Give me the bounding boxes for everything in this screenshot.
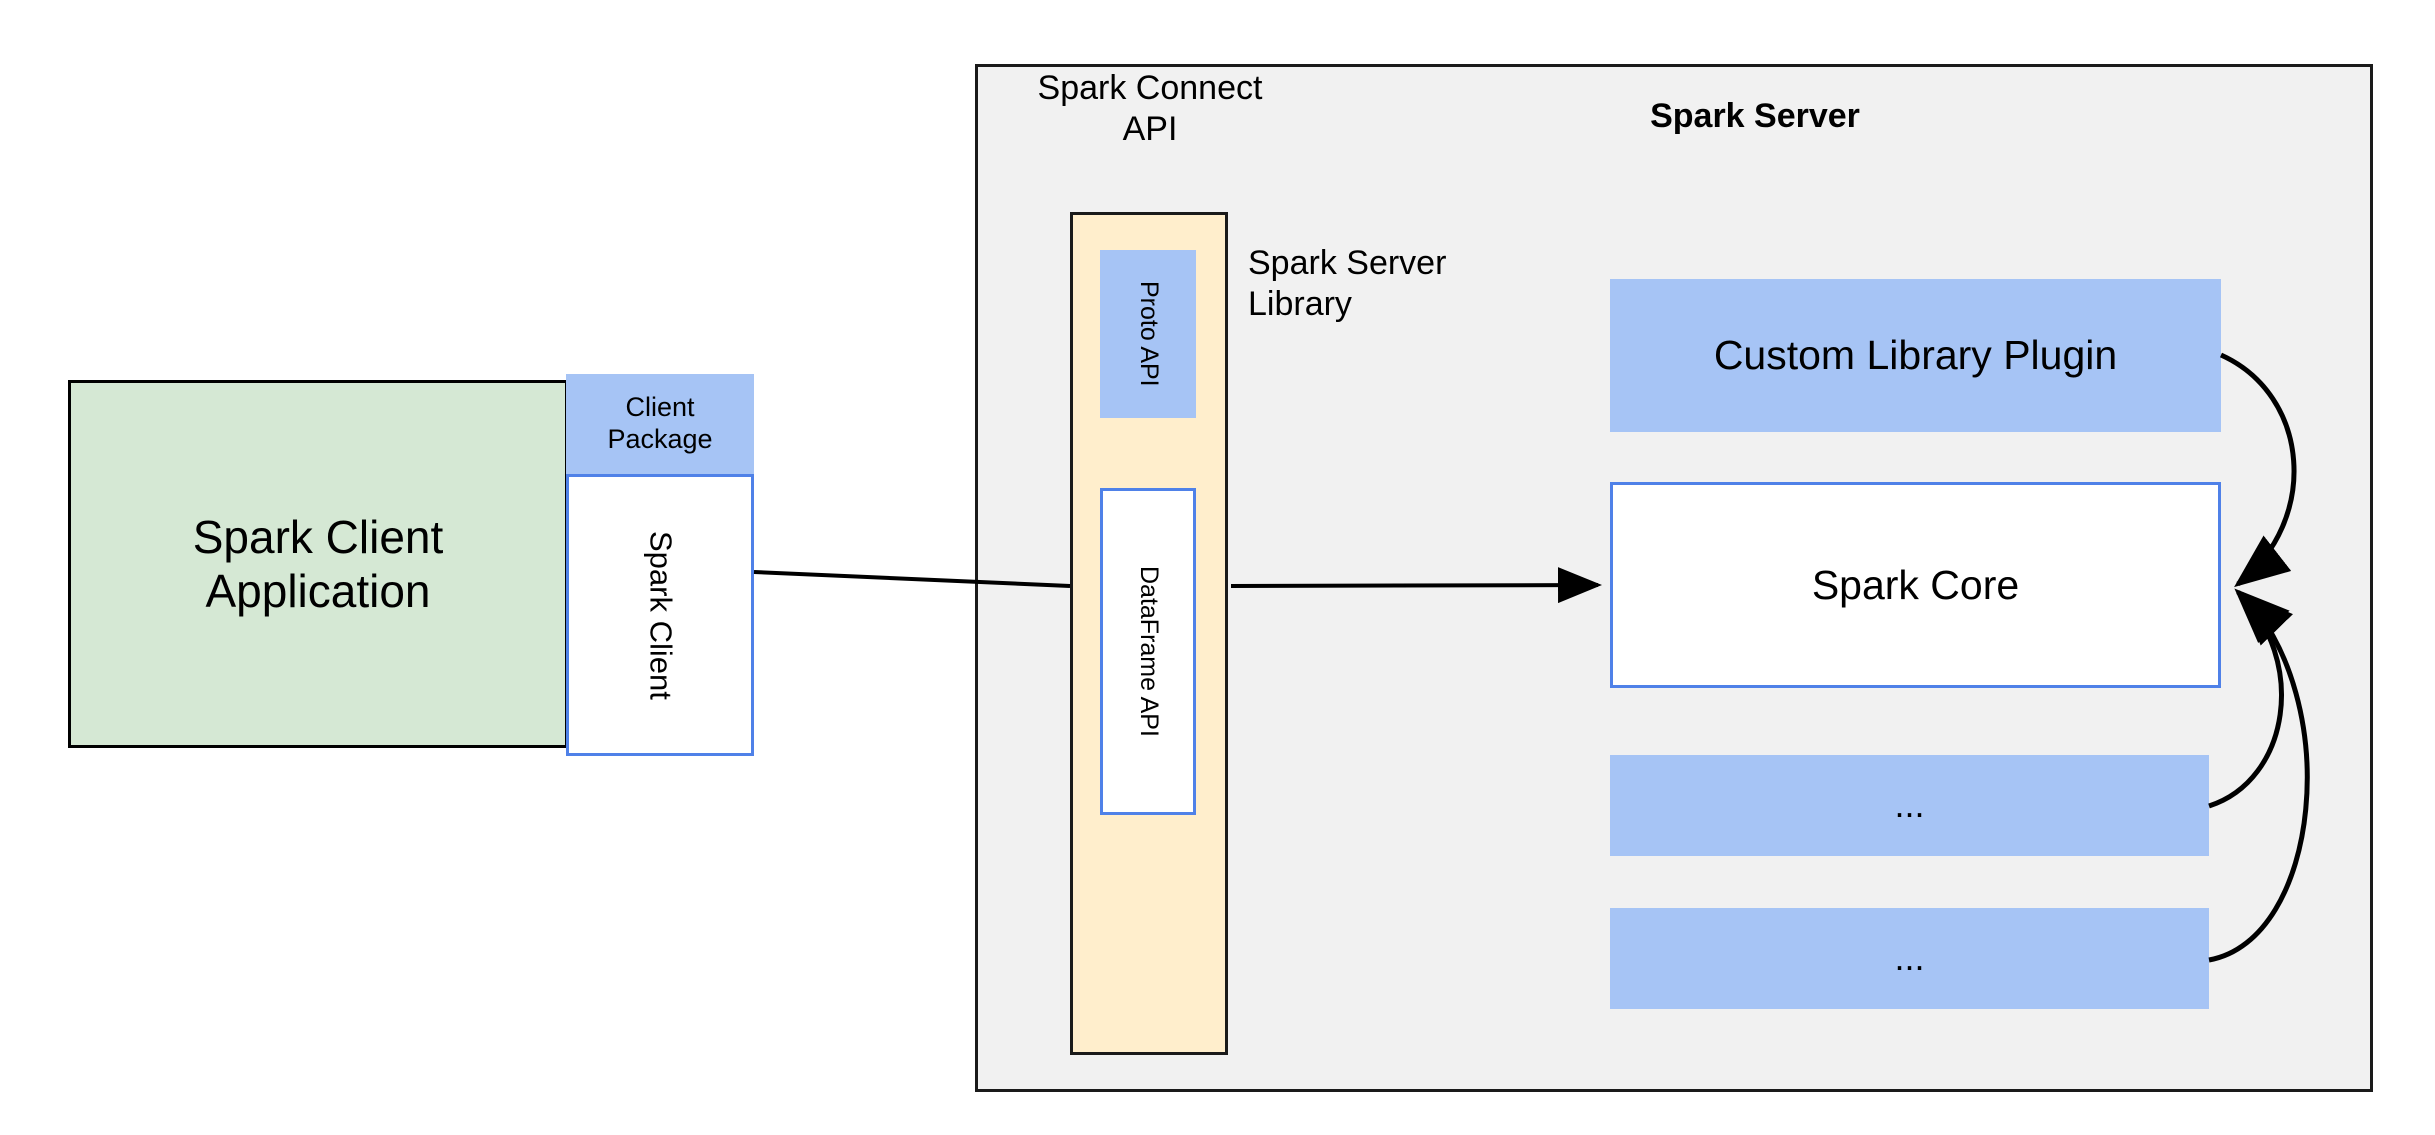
server-component-placeholder-1-label: ... [1894, 784, 1925, 826]
spark-client-box[interactable]: Spark Client [566, 474, 754, 756]
spark-server-library-label-line2: Library [1248, 285, 1352, 324]
dataframe-api-box[interactable]: DataFrame API [1100, 488, 1196, 815]
spark-core-box[interactable]: Spark Core [1610, 482, 2221, 688]
spark-server-library-label: Spark Server Library [1248, 243, 1548, 326]
client-package-label-line1: Client [625, 392, 695, 423]
spark-server-title: Spark Server [1650, 97, 1860, 135]
spark-client-application-box[interactable]: Spark Client Application [68, 380, 568, 748]
client-package-box[interactable]: Client Package [566, 374, 754, 474]
client-package-label: Client Package [607, 392, 712, 456]
spark-connect-api-label: Spark Connect API [1000, 68, 1300, 151]
spark-client-application-label-line1: Spark Client [192, 510, 444, 563]
spark-connect-api-label-line2: API [1122, 110, 1178, 149]
spark-server-library-label-line1: Spark Server [1248, 244, 1447, 282]
spark-client-application-label-line2: Application [205, 565, 431, 617]
server-component-placeholder-2-label: ... [1894, 937, 1925, 979]
proto-api-box[interactable]: Proto API [1100, 250, 1196, 418]
custom-library-plugin-label: Custom Library Plugin [1713, 332, 2118, 379]
server-component-placeholder-1[interactable]: ... [1610, 755, 2209, 856]
spark-client-label: Spark Client [643, 530, 679, 700]
server-component-placeholder-2[interactable]: ... [1610, 908, 2209, 1009]
client-package-label-line2: Package [607, 424, 713, 454]
proto-api-label: Proto API [1134, 281, 1163, 387]
custom-library-plugin-box[interactable]: Custom Library Plugin [1610, 279, 2221, 432]
spark-connect-api-label-line1: Spark Connect [1037, 69, 1263, 107]
dataframe-api-label: DataFrame API [1134, 566, 1163, 737]
spark-core-label: Spark Core [1811, 561, 2020, 608]
spark-client-application-label: Spark Client Application [193, 510, 444, 619]
